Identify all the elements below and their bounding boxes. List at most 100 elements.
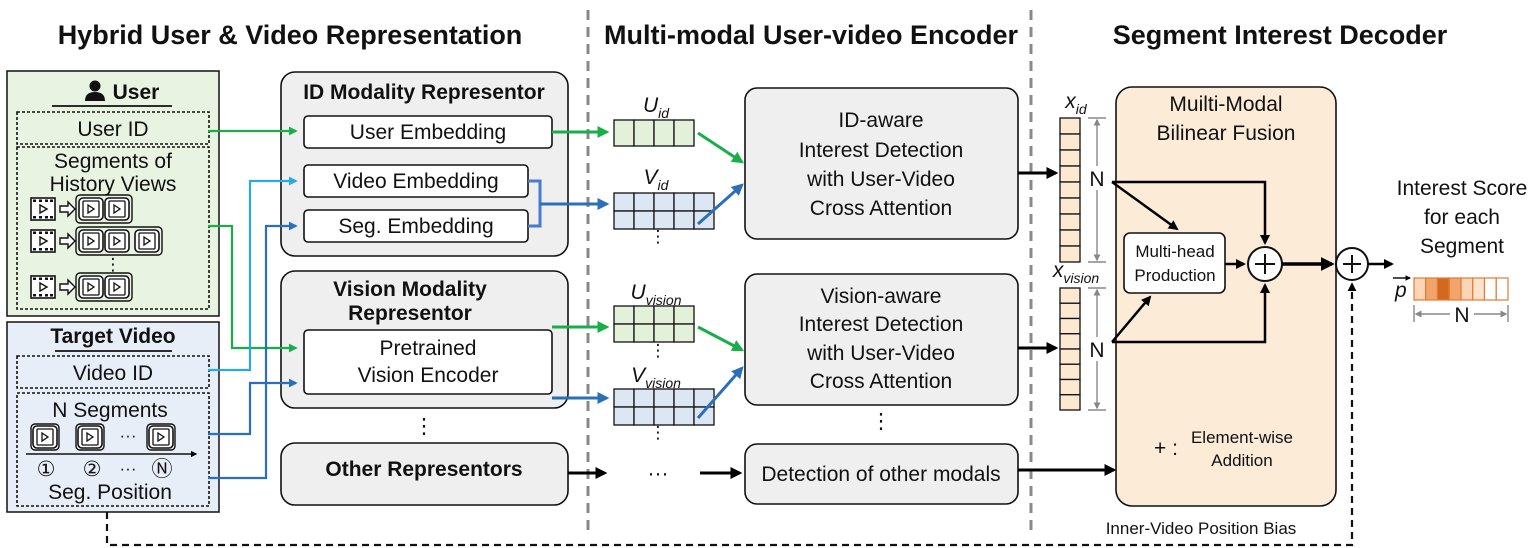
u-id-cell	[613, 119, 635, 147]
output-label-line2: for each	[1424, 206, 1500, 229]
vision-aware-detector: Vision-aware Interest Detection with Use…	[744, 273, 1019, 406]
legend-plus-symbol: + :	[1154, 437, 1178, 460]
x-id-cell	[1059, 245, 1081, 263]
vision-encoder-line2: Vision Encoder	[358, 364, 499, 387]
svg-text:xvision: xvision	[1052, 259, 1100, 286]
v-vision-cell	[693, 406, 715, 426]
interest-score-vector	[1413, 277, 1509, 301]
v-id-cell	[673, 210, 695, 230]
video-id-label: Video ID	[73, 362, 153, 385]
vision-representor-title-line1: Vision Modality	[333, 278, 487, 301]
v-vision-cell	[613, 388, 635, 408]
id-modality-representor: ID Modality Representor User Embedding V…	[280, 71, 569, 257]
user-id-box	[16, 111, 210, 145]
vector-v-id: Vid ⋮	[613, 166, 715, 246]
x-id-cell	[1059, 229, 1081, 247]
history-vdots: ⋮	[105, 255, 122, 274]
vision-representor-title-line2: Representor	[348, 302, 472, 325]
svg-text:Vision-aware: Vision-aware	[820, 285, 941, 308]
section-title-middle: Multi-modal User-video Encoder	[604, 20, 1019, 50]
fusion-title-line2: Bilinear Fusion	[1157, 122, 1296, 145]
other-representors-label: Other Representors	[325, 458, 522, 481]
target-panel-header: Target Video	[50, 325, 175, 348]
section-title-left: Hybrid User & Video Representation	[58, 20, 523, 50]
fusion-plus-icon	[1247, 246, 1283, 282]
u-vision-cell	[633, 305, 655, 325]
position-bias-label: Inner-Video Position Bias	[1106, 519, 1297, 538]
user-embedding-label: User Embedding	[350, 121, 506, 144]
svg-text:Vid: Vid	[644, 166, 670, 193]
x-id-cell	[1059, 133, 1081, 151]
v-id-cell	[613, 210, 635, 230]
video-embedding-label: Video Embedding	[333, 170, 498, 193]
v-id-cell	[613, 192, 635, 212]
x-id-cell	[1059, 197, 1081, 215]
u-vision-cell	[673, 305, 695, 325]
x-id-cell	[1059, 165, 1081, 183]
vector-x-id: xid N	[1059, 90, 1110, 263]
position-ellipsis: ···	[120, 459, 137, 478]
vectors-hdots: ···	[648, 462, 669, 485]
x-id-cell	[1059, 213, 1081, 231]
vector-u-vision: Uvision ⋮	[613, 281, 695, 360]
score-cell	[1448, 277, 1462, 301]
x-vision-cell	[1059, 317, 1081, 335]
svg-text:p: p	[1394, 279, 1407, 302]
target-segments: ···	[30, 423, 176, 451]
x-id-cell	[1059, 117, 1081, 135]
x-vision-cell	[1059, 302, 1081, 320]
score-cell	[1425, 277, 1439, 301]
position-bias-plus-icon	[1335, 247, 1369, 281]
u-id-cell	[633, 119, 655, 147]
svg-text:ID-aware: ID-aware	[838, 109, 923, 132]
svg-text:Interest Detection: Interest Detection	[799, 139, 964, 162]
score-cell	[1413, 277, 1427, 301]
svg-text:xid: xid	[1064, 90, 1088, 117]
legend-line1: Element-wise	[1191, 428, 1293, 447]
xvision-to-multihead-arrow	[1111, 295, 1152, 343]
xvision-to-plus-arrow	[1112, 283, 1270, 344]
position-n: Ⓝ	[152, 458, 173, 481]
user-icon	[85, 80, 105, 101]
score-cell	[1460, 277, 1474, 301]
history-to-vision-arrow	[208, 224, 298, 353]
svg-text:Interest Detection: Interest Detection	[799, 313, 964, 336]
video-id-to-embedding-arrow	[208, 176, 298, 372]
vid-to-detector-arrow	[697, 183, 744, 226]
detectors-vdots: ⋮	[871, 410, 892, 433]
score-cell	[1436, 277, 1450, 301]
score-cell	[1483, 277, 1497, 301]
history-label-line1: Segments of	[54, 150, 172, 173]
score-n-label: N	[1454, 304, 1469, 327]
section-title-right: Segment Interest Decoder	[1113, 20, 1448, 50]
vision-modality-representor: Vision Modality Representor Pretrained V…	[280, 270, 569, 409]
v-vision-cell	[653, 388, 675, 408]
v-id-cell	[693, 192, 715, 212]
video-id-box	[16, 355, 210, 389]
v-vision-cell	[633, 388, 655, 408]
other-representors: Other Representors	[280, 442, 569, 506]
vvision-to-detector-arrow	[696, 366, 744, 419]
seg-embedding-label: Seg. Embedding	[338, 215, 493, 238]
user-id-label: User ID	[77, 118, 148, 141]
v-id-cell	[673, 192, 695, 212]
vision-encoder-box	[303, 329, 553, 395]
position-bias-dashed-arrow	[105, 282, 1357, 547]
user-panel-header: User	[113, 81, 160, 104]
output-label-line1: Interest Score	[1397, 177, 1528, 200]
svg-text:Detection of other modals: Detection of other modals	[761, 463, 1000, 486]
x-vision-cell	[1059, 348, 1081, 365]
x-vision-cell	[1059, 287, 1081, 304]
segments-ellipsis: ···	[120, 426, 137, 445]
x-vision-cell	[1059, 378, 1081, 396]
vvision-vdots: ⋮	[650, 423, 667, 442]
v-id-cell	[633, 192, 655, 212]
svg-text:Uvision: Uvision	[631, 281, 682, 308]
x-vision-cell	[1059, 394, 1081, 411]
x-vision-cell	[1059, 333, 1081, 350]
segments-box	[16, 392, 210, 507]
history-row-1	[30, 194, 133, 224]
vector-u-id: Uid	[613, 94, 695, 147]
svg-text:Cross Attention: Cross Attention	[810, 370, 952, 393]
